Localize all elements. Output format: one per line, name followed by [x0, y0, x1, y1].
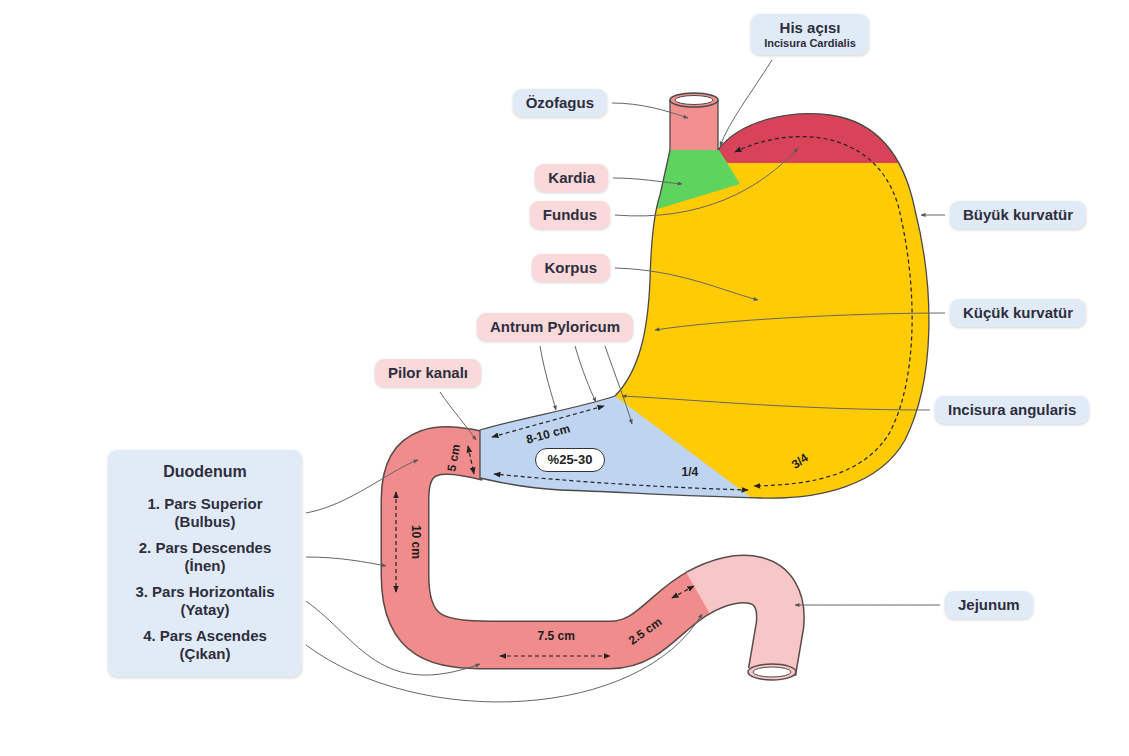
cardia-region	[648, 140, 740, 212]
leader-line	[921, 215, 945, 216]
leader-line	[306, 601, 480, 675]
leader-line	[720, 60, 772, 146]
dimension-label: 5 cm	[445, 441, 464, 474]
stomach-body	[470, 90, 960, 520]
stomach-regions	[470, 90, 960, 520]
ascending-dimension	[672, 586, 694, 598]
lower-quarter-dimension	[494, 474, 748, 490]
callout-box: Özofagus	[513, 89, 607, 117]
greater-curvature-dimension	[735, 137, 912, 486]
leader-line	[615, 148, 798, 216]
dimension-label: 3/4	[787, 450, 812, 473]
callout-box: Küçük kurvatür	[950, 299, 1086, 327]
leader-line	[622, 396, 930, 410]
dimension-label: 10 cm	[408, 523, 422, 561]
leader-line	[605, 346, 632, 424]
leader-line	[540, 346, 556, 410]
node-title: Küçük kurvatür	[963, 304, 1073, 322]
node-text: 3. Pars Horizontalis (Yatay)	[118, 583, 292, 619]
bulbus-dimension	[468, 446, 474, 474]
part-label-box: Antrum Pyloricum	[477, 313, 633, 341]
dimension-label: 1/4	[680, 466, 701, 480]
stomach-outline	[480, 114, 929, 498]
node-text: 4. Pars Ascendes (Çıkan)	[118, 627, 292, 663]
leader-line	[306, 460, 418, 513]
node-title: Özofagus	[526, 94, 594, 112]
jejunum-tube	[698, 579, 780, 672]
part-label-box: Pilor kanalı	[375, 359, 481, 387]
node-title: Korpus	[545, 259, 598, 277]
node-text: 2. Pars Descendes (İnen)	[118, 539, 292, 575]
node-title: Pilor kanalı	[388, 364, 468, 382]
node-title: Incisura angularis	[948, 401, 1076, 419]
jejunum-opening	[748, 664, 796, 680]
callout-box: Incisura angularis	[935, 396, 1089, 424]
node-title: Antrum Pyloricum	[490, 318, 620, 336]
stomach-fill	[480, 114, 929, 498]
antrum-region	[470, 380, 757, 520]
dimension-label: 2.5 cm	[624, 614, 666, 649]
node-text: Incisura Cardialis	[764, 37, 856, 50]
node-title: Kardia	[548, 169, 595, 187]
legend-box: Duodenum 1. Pars Superior (Bulbus) 2. Pars…	[108, 450, 302, 677]
callout-box: His açısıIncisura Cardialis	[751, 14, 869, 55]
esophagus-lumen	[675, 96, 713, 105]
leader-line	[613, 178, 682, 184]
node-title: Büyük kurvatür	[963, 206, 1073, 224]
esophagus-tube	[670, 100, 718, 152]
leader-line	[440, 392, 476, 440]
node-title: Duodenum	[118, 462, 292, 481]
part-label-box: Kardia	[535, 164, 608, 192]
callout-box: Jejunum	[945, 591, 1033, 619]
leader-line	[795, 605, 940, 606]
part-label-box: Korpus	[532, 254, 611, 282]
leader-line	[615, 268, 758, 300]
callout-box: Büyük kurvatür	[950, 201, 1086, 229]
node-title: %25-30	[548, 452, 593, 468]
percent-pill: %25-30	[535, 448, 606, 472]
node-text: 1. Pars Superior (Bulbus)	[118, 495, 292, 531]
leader-line	[575, 346, 596, 402]
dimension-label: 7.5 cm	[536, 630, 577, 644]
fundus-region	[718, 90, 960, 163]
node-title: Fundus	[543, 206, 597, 224]
leader-lines	[306, 60, 945, 702]
esophagus-opening	[670, 93, 718, 107]
jejunum-outline	[698, 579, 780, 672]
dimension-lines	[396, 137, 912, 656]
leader-line	[612, 103, 688, 118]
part-label-box: Fundus	[530, 201, 610, 229]
node-title: His açısı	[764, 19, 856, 37]
leader-line	[306, 614, 702, 702]
node-title: Jejunum	[958, 596, 1020, 614]
leader-line	[306, 557, 386, 566]
horizontal-dimension	[500, 655, 610, 656]
leader-line	[655, 313, 945, 330]
dimension-label: 8-10 cm	[523, 422, 574, 448]
jejunum-lumen	[753, 667, 791, 677]
descending-dimension	[395, 492, 396, 592]
